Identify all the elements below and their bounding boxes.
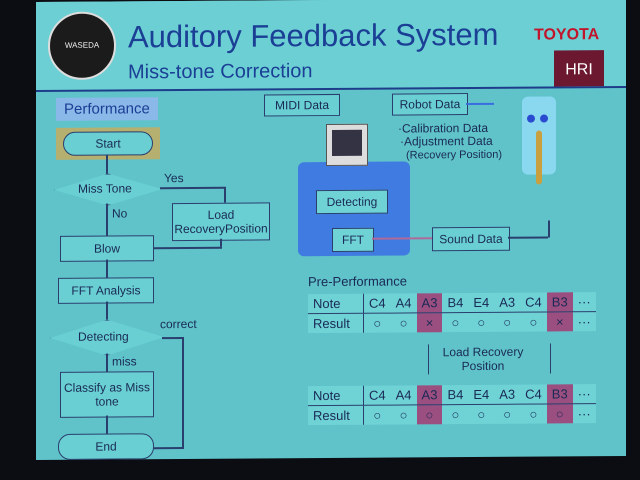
load-recovery-node: Load RecoveryPosition [172,202,270,242]
recovery-text: (Recovery Position) [406,148,502,162]
note-cell: E4 [468,384,495,405]
toyota-logo: TOYOTA [534,26,600,44]
midi-data-box: MIDI Data [264,93,340,117]
slide-title: Auditory Feedback System [128,16,499,55]
note-cell: ··· [572,292,596,312]
computer-icon [326,123,368,167]
robot-image [522,96,556,185]
note-cell: C4 [520,292,547,313]
note-cell: B4 [442,293,469,313]
classify-node: Classify as Miss tone [60,371,154,418]
result-cell: ○ [503,406,512,422]
result-cell: ○ [373,407,382,423]
note-cell: A3 [416,293,443,313]
result-cell: ○ [451,407,460,423]
note-cell: A4 [390,385,417,406]
detecting-node: Detecting [78,329,129,344]
result-cell: ··· [577,406,591,422]
miss-tone-node: Miss Tone [78,181,132,196]
blow-node: Blow [60,235,154,262]
note-cell: A4 [390,293,417,314]
result-cell: × [546,311,573,332]
result-cell: ○ [373,315,382,331]
miss-label: miss [112,354,137,369]
result-cell: ··· [577,314,591,330]
result-cell: ○ [477,314,486,330]
note-label: Note [308,293,364,314]
note-cell: E4 [468,292,495,313]
load-recovery-text: Load Recovery Position [442,344,524,374]
sound-data-box: Sound Data [432,226,510,252]
note-label: Note [308,385,364,406]
result-cell: ○ [399,407,408,423]
result-cell: ○ [451,315,460,331]
note-cell: C4 [520,384,547,405]
note-cell: A3 [416,385,443,405]
result-label: Result [308,313,364,334]
waseda-logo: WASEDA [48,11,116,80]
result-cell: ○ [503,314,512,330]
hri-logo: HRI [554,50,604,87]
start-node: Start [63,131,153,156]
fft-box: FFT [332,227,374,252]
result-cell: ○ [399,315,408,331]
result-label: Result [308,405,364,426]
slide: WASEDA Auditory Feedback System Miss-ton… [36,0,626,461]
note-cell: A3 [494,292,521,313]
result-cell: ○ [477,406,486,422]
robot-data-box: Robot Data [392,93,468,116]
no-label: No [112,206,128,221]
result-cell: ○ [416,404,443,425]
detecting-box: Detecting [316,189,388,215]
result-cell: × [416,312,443,333]
note-cell: C4 [363,293,391,314]
result-cell: ○ [546,403,573,424]
note-cell: B3 [546,384,573,404]
slide-subtitle: Miss-tone Correction [128,60,313,84]
adjustment-text: ·Adjustment Data [400,133,493,149]
note-cell: B3 [546,292,573,312]
result-cell: ○ [529,314,538,330]
result-cell: ○ [529,406,538,422]
pre-performance-title: Pre-Performance [308,273,407,290]
yes-label: Yes [164,171,184,186]
end-node: End [58,433,154,460]
performance-label: Performance [56,97,158,121]
note-cell: C4 [363,385,391,406]
note-cell: A3 [494,384,521,405]
fft-analysis-node: FFT Analysis [58,277,154,304]
note-cell: B4 [442,385,469,405]
note-cell: ··· [572,384,596,404]
correct-label: correct [160,316,197,332]
